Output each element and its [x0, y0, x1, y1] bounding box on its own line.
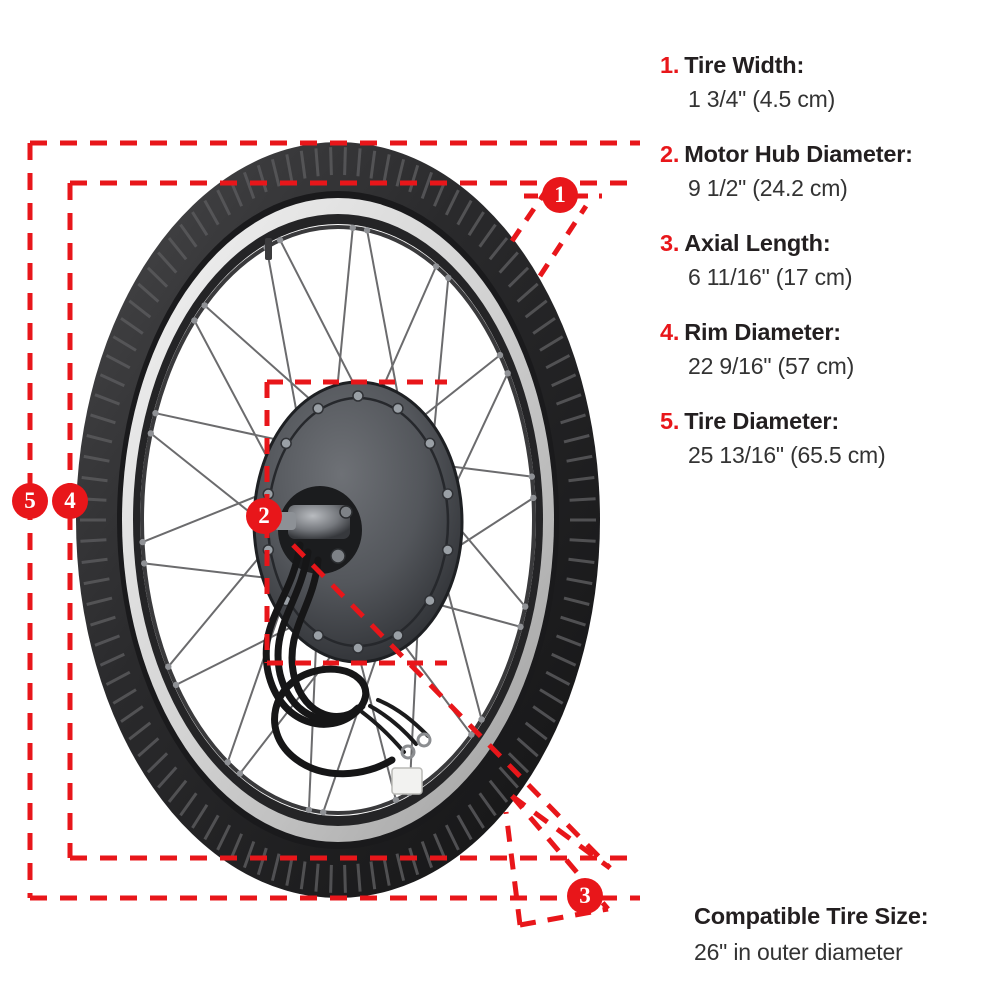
- spec-number: 2.: [660, 141, 680, 167]
- callout-badge-3[interactable]: 3: [567, 878, 603, 914]
- callout-badge-2[interactable]: 2: [246, 498, 282, 534]
- spec-value: 9 1/2" (24.2 cm): [688, 175, 848, 201]
- spec-item-tire-diameter: 5.Tire Diameter: 25 13/16" (65.5 cm): [660, 408, 995, 469]
- spec-item-rim-diameter: 4.Rim Diameter: 22 9/16" (57 cm): [660, 319, 995, 380]
- spec-label-row: 2.Motor Hub Diameter:: [660, 141, 995, 168]
- spec-label: Rim Diameter:: [684, 319, 841, 345]
- spec-item-motor-hub-diameter: 2.Motor Hub Diameter: 9 1/2" (24.2 cm): [660, 141, 995, 202]
- valve-stem: [265, 238, 272, 260]
- spec-label: Motor Hub Diameter:: [684, 141, 913, 167]
- wheel-diagram: 1 2 3 4 5: [12, 140, 640, 928]
- compatible-tire-size-value: 26" in outer diameter: [694, 939, 903, 965]
- callout-badge-4[interactable]: 4: [52, 483, 88, 519]
- spec-number: 1.: [660, 52, 680, 78]
- compatible-tire-size-block: Compatible Tire Size: 26" in outer diame…: [694, 903, 1000, 966]
- spec-label-row: 1.Tire Width:: [660, 52, 995, 79]
- callout-badge-5[interactable]: 5: [12, 483, 48, 519]
- spec-value: 1 3/4" (4.5 cm): [688, 86, 836, 112]
- specification-list: 1.Tire Width: 1 3/4" (4.5 cm) 2.Motor Hu…: [660, 52, 995, 497]
- spec-label-row: 5.Tire Diameter:: [660, 408, 995, 435]
- spec-item-axial-length: 3.Axial Length: 6 11/16" (17 cm): [660, 230, 995, 291]
- spec-label: Tire Width:: [684, 52, 805, 78]
- cable-connector: [391, 767, 423, 795]
- spec-label-row: 3.Axial Length:: [660, 230, 995, 257]
- compatible-tire-size-title: Compatible Tire Size:: [694, 903, 929, 929]
- spec-label: Axial Length:: [684, 230, 831, 256]
- spec-number: 4.: [660, 319, 680, 345]
- spec-value: 6 11/16" (17 cm): [688, 264, 853, 290]
- spec-label-row: 4.Rim Diameter:: [660, 319, 995, 346]
- spec-number: 3.: [660, 230, 680, 256]
- axle-nut: [288, 505, 350, 539]
- spec-value: 25 13/16" (65.5 cm): [688, 442, 886, 468]
- callout-badge-1[interactable]: 1: [542, 177, 578, 213]
- spec-number: 5.: [660, 408, 680, 434]
- spec-label: Tire Diameter:: [684, 408, 840, 434]
- spec-item-tire-width: 1.Tire Width: 1 3/4" (4.5 cm): [660, 52, 995, 113]
- motor-wheel-illustration: [76, 142, 600, 898]
- spec-value: 22 9/16" (57 cm): [688, 353, 855, 379]
